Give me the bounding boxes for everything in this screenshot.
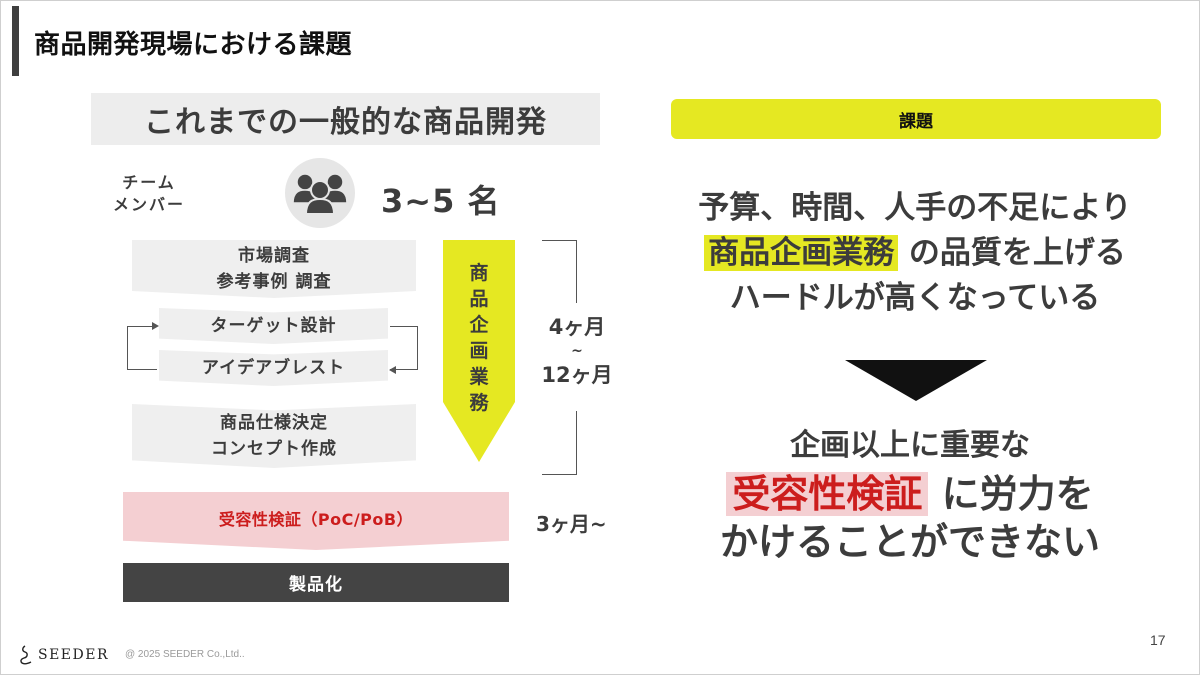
title-accent-bar (12, 6, 19, 76)
conclusion-line: 受容性検証 に労力を (680, 470, 1140, 518)
issue-heading: 課題 (671, 99, 1161, 139)
poc-duration: 3ヶ月~ (536, 512, 607, 536)
issue-statement: 予算、時間、人手の不足により 商品企画業務 の品質を上げる ハードルが高くなって… (660, 186, 1170, 321)
step-line: 参考事例 調査 (216, 272, 332, 292)
team-label-line1: チーム (122, 173, 176, 192)
planning-char: 画 (469, 340, 489, 362)
people-group-icon (285, 158, 355, 228)
bracket-gap (560, 303, 610, 411)
issue-highlight: 商品企画業務 (704, 235, 899, 271)
team-label: チーム メンバー (104, 172, 194, 216)
down-triangle-icon (845, 360, 987, 401)
team-count: 3~5 名 (381, 182, 501, 220)
conclusion-line: 企画以上に重要な (790, 428, 1030, 463)
issue-line: 予算、時間、人手の不足により (698, 190, 1132, 226)
planning-duration: 4ヶ月 ~ 12ヶ月 (532, 312, 622, 390)
step-line: 商品仕様決定 (220, 413, 328, 433)
duration-sep: ~ (571, 343, 583, 359)
conclusion-line: かけることができない (719, 520, 1100, 564)
planning-char: 業 (469, 366, 489, 388)
duration-to: 12ヶ月 (541, 363, 613, 387)
issue-line: 商品企画業務 の品質を上げる (660, 231, 1170, 276)
left-heading: これまでの一般的な商品開発 (91, 93, 600, 145)
duration-from: 4ヶ月 (548, 315, 606, 339)
planning-char: 企 (469, 314, 489, 336)
issue-line: ハードルが高くなっている (729, 280, 1101, 316)
step-line: ターゲット設計 (210, 316, 337, 336)
slide-title: 商品開発現場における課題 (34, 30, 353, 60)
step-line: コンセプト作成 (211, 439, 337, 459)
planning-label: 商 品 企 画 業 務 (443, 260, 515, 416)
issue-line-rest: の品質を上げる (908, 235, 1126, 271)
logo-text: SEEDER (38, 647, 110, 663)
arrow-right-icon (152, 322, 159, 330)
step-market-research: 市場調査 参考事例 調査 (132, 240, 416, 298)
poc-step: 受容性検証（PoC/PoB） (123, 492, 509, 550)
seed-icon (20, 645, 32, 665)
seeder-logo: SEEDER (18, 645, 109, 665)
conclusion-statement: 企画以上に重要な 受容性検証 に労力を かけることができない (680, 422, 1140, 566)
conclusion-highlight: 受容性検証 (726, 472, 929, 516)
step-line: アイデアブレスト (201, 358, 346, 378)
team-label-line2: メンバー (112, 195, 185, 214)
planning-char: 商 (469, 262, 489, 284)
loop-arrow-left (127, 326, 157, 370)
step-idea-brainstorm: アイデアブレスト (159, 350, 388, 386)
page-number: 17 (1150, 632, 1166, 648)
loop-arrow-right (390, 326, 418, 370)
step-target-design: ターゲット設計 (159, 308, 388, 344)
conclusion-line-rest: に労力を (941, 472, 1094, 516)
arrow-left-icon (389, 366, 396, 374)
step-spec-concept: 商品仕様決定 コンセプト作成 (132, 404, 416, 468)
copyright: @ 2025 SEEDER Co.,Ltd.. (125, 649, 245, 660)
planning-char: 務 (469, 392, 489, 414)
productization-step: 製品化 (123, 563, 509, 602)
step-line: 市場調査 (238, 246, 310, 266)
planning-char: 品 (469, 288, 489, 310)
